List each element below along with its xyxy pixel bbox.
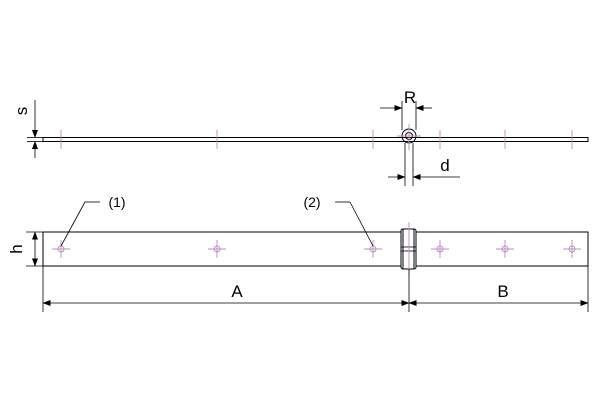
label-B: B [497, 282, 508, 301]
mounting-holes [52, 240, 581, 258]
dimension-R: R [380, 88, 432, 130]
side-view: s R d [12, 88, 589, 186]
label-d: d [440, 156, 449, 175]
hole-2 [208, 240, 226, 258]
label-h: h [7, 244, 26, 253]
label-callout-2: (2) [303, 194, 320, 210]
dimension-s: s [12, 100, 43, 158]
callout-1: (1) [60, 194, 126, 247]
label-A: A [231, 282, 243, 301]
hole-6 [563, 240, 581, 258]
dimension-h: h [7, 231, 43, 267]
knuckle-plan [400, 222, 417, 276]
label-s: s [12, 107, 31, 116]
hole-5 [496, 240, 514, 258]
label-callout-1: (1) [108, 194, 125, 210]
dimension-A-B: A B [42, 266, 589, 312]
side-view-centerlines [60, 124, 573, 150]
callout-2: (2) [303, 194, 374, 247]
hole-3 [364, 240, 382, 258]
dimension-d: d [388, 143, 460, 186]
label-R: R [404, 88, 416, 107]
strip-side [42, 137, 589, 142]
front-view: (1) (2) h A B [7, 194, 589, 312]
hole-4 [431, 240, 449, 258]
hole-1 [52, 240, 70, 258]
